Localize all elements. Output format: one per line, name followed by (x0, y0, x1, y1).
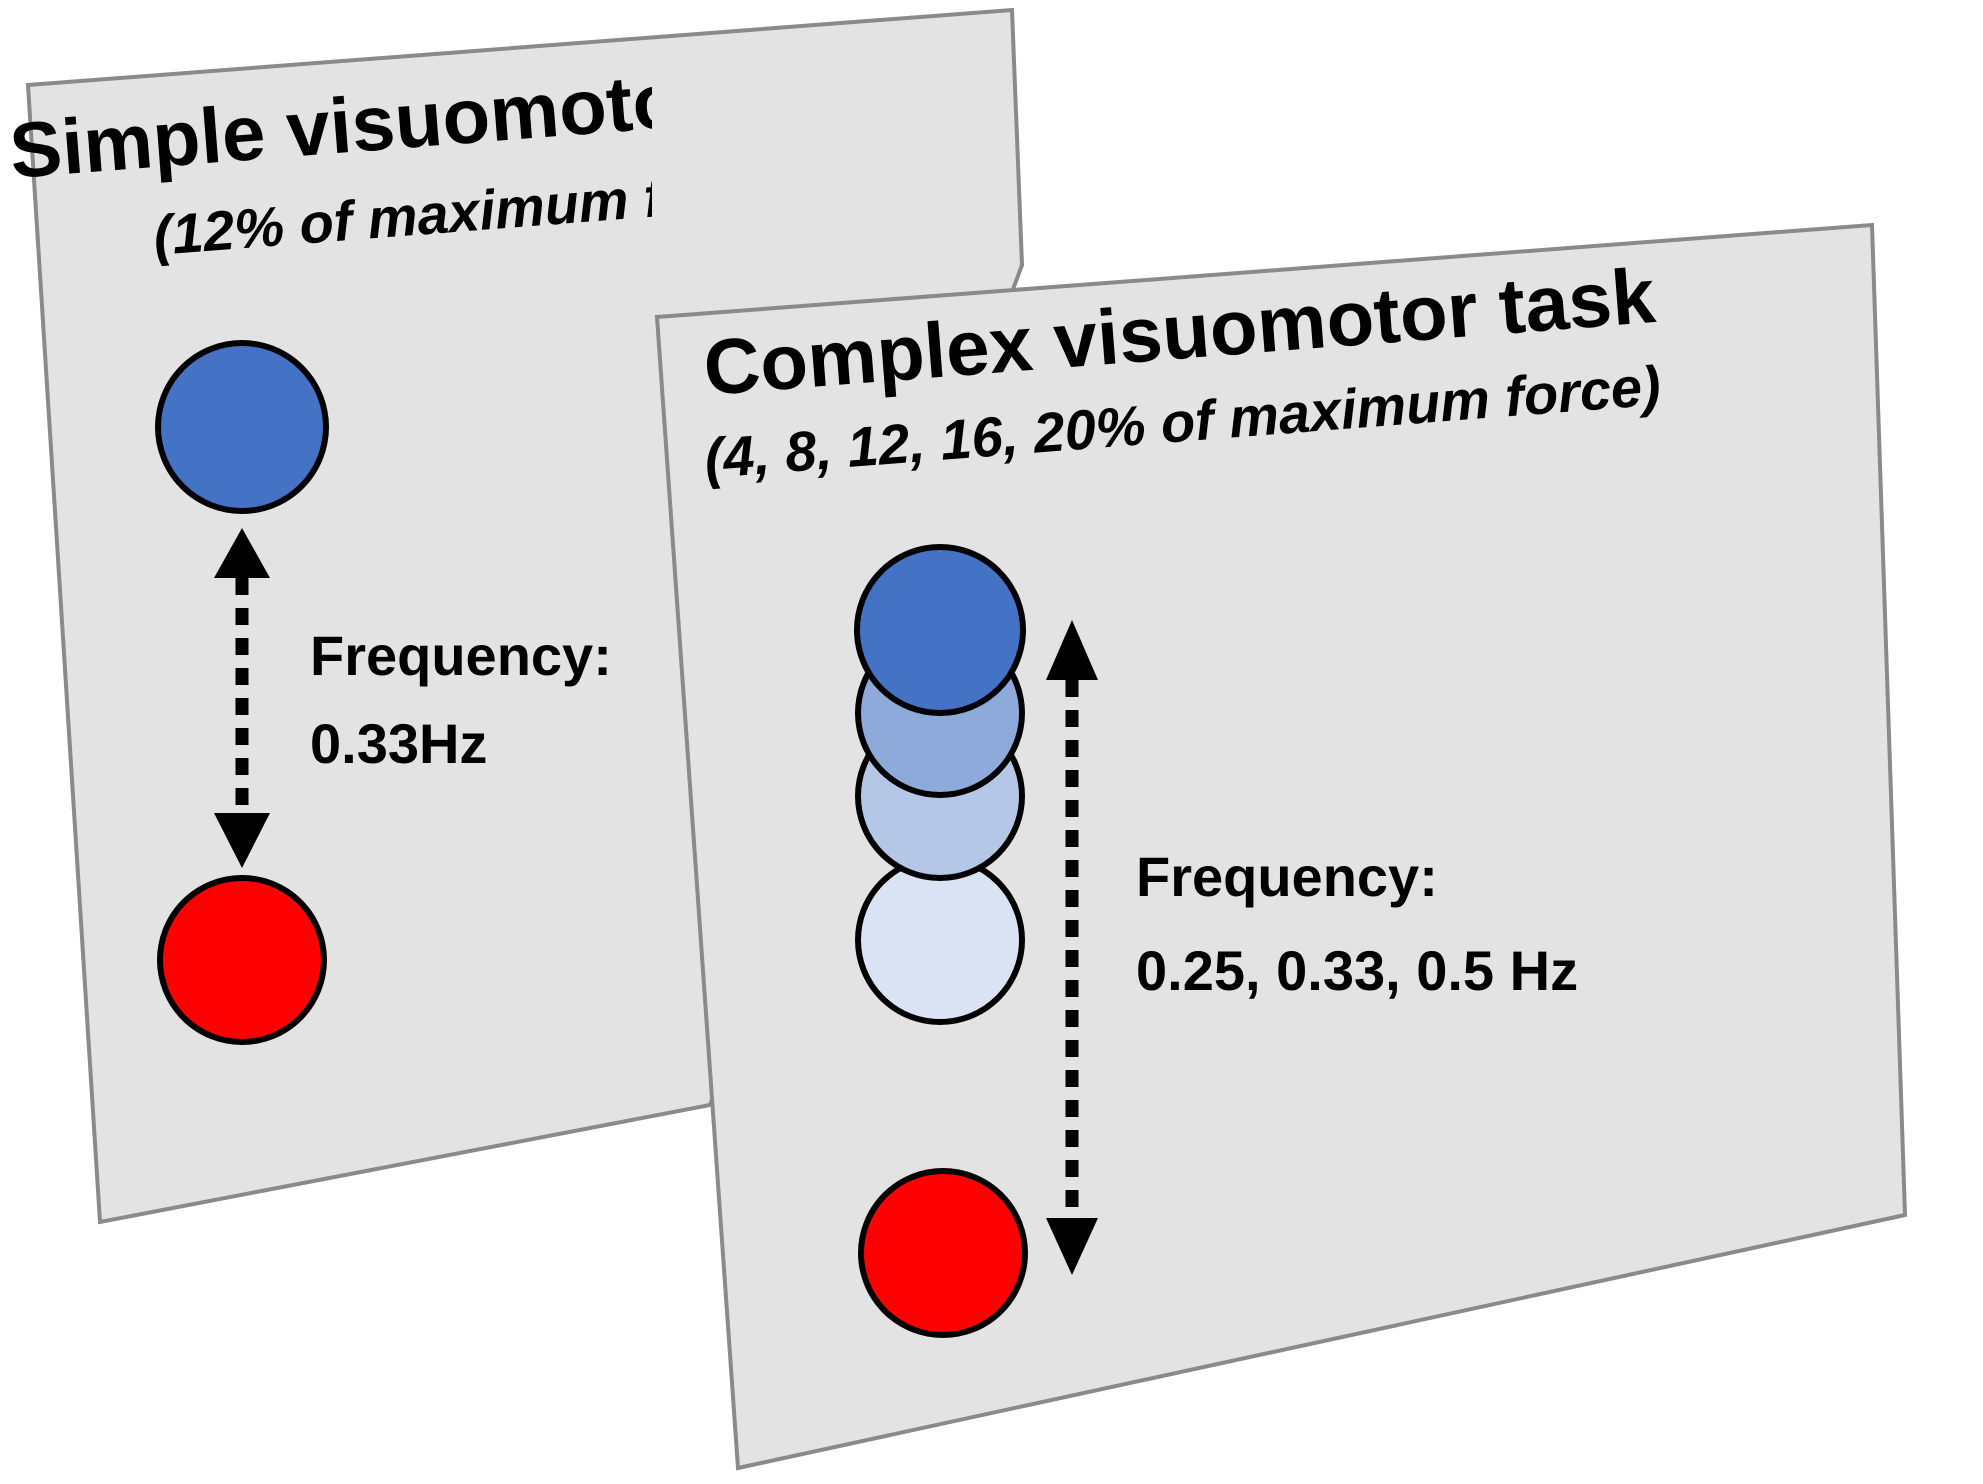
complex-arrow-down-head (1046, 1218, 1098, 1275)
complex-task-panel: Complex visuomotor task (4, 8, 12, 16, 2… (654, 222, 1908, 1471)
simple-arrow-down-head (214, 813, 270, 868)
complex-blue-target-dark (854, 544, 1026, 716)
complex-blue-target-stack (854, 544, 1026, 1025)
complex-frequency-label: Frequency: (1136, 845, 1438, 908)
simple-double-arrow (214, 528, 270, 868)
complex-panel-background (654, 222, 1908, 1471)
complex-double-arrow (1046, 620, 1098, 1275)
complex-frequency-value: 0.25, 0.33, 0.5 Hz (1136, 939, 1578, 1002)
complex-red-target (858, 1168, 1028, 1338)
complex-blue-target-lightest (855, 855, 1025, 1025)
simple-frequency-label: Frequency: (310, 624, 612, 687)
complex-arrow-up-head (1046, 620, 1098, 680)
simple-arrow-up-head (214, 528, 270, 578)
simple-frequency-value: 0.33Hz (310, 712, 487, 775)
simple-blue-target (155, 340, 329, 514)
simple-red-target (157, 875, 327, 1045)
